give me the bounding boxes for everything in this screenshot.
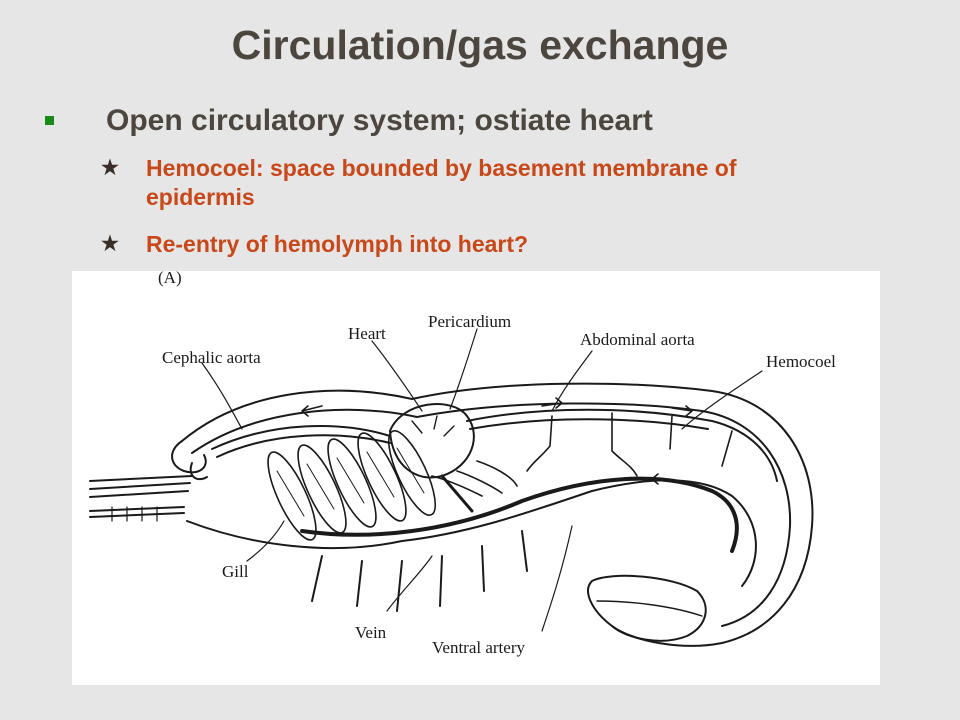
heart-ostia: [411, 415, 455, 437]
antenna: [89, 512, 185, 518]
label-vein: Vein: [355, 623, 387, 642]
diagram-drawing: Cephalic aorta Heart Pericardium Abdomin…: [89, 312, 836, 657]
walking-legs: [311, 530, 528, 612]
body-inner-outline: [191, 402, 792, 627]
label-ventral-artery: Ventral artery: [432, 638, 525, 657]
leader-lines: [201, 328, 763, 632]
label-abdominal-aorta: Abdominal aorta: [580, 330, 695, 349]
head-outline: [171, 440, 207, 474]
label-pericardium: Pericardium: [428, 312, 511, 331]
cephalic-aorta: [216, 434, 391, 458]
ventral-artery-vessel: [300, 476, 739, 553]
main-bullet-text: Open circulatory system; ostiate heart: [106, 104, 653, 137]
cephalic-aorta: [211, 425, 391, 450]
abdominal-aorta: [469, 418, 709, 430]
crustacean-circulation-diagram: Cephalic aorta Heart Pericardium Abdomin…: [72, 271, 880, 685]
descending-artery: [440, 474, 474, 513]
flow-arrows: [301, 397, 693, 485]
star-bullet-icon: ★: [101, 157, 119, 179]
antenna: [89, 482, 191, 490]
tail-fan: [587, 574, 707, 642]
sub-bullet-text: Hemocoel: space bounded by basement memb…: [146, 155, 737, 210]
abdominal-branch: [526, 412, 733, 477]
abdominal-aorta: [466, 408, 778, 482]
panel-label: (A): [158, 268, 182, 287]
pericardial-sinus: [431, 460, 518, 497]
carapace-outline: [181, 382, 814, 647]
label-gill: Gill: [222, 562, 249, 581]
antenna: [89, 490, 189, 498]
label-cephalic-aorta: Cephalic aorta: [162, 348, 261, 367]
antenna: [89, 475, 193, 482]
label-heart: Heart: [348, 324, 386, 343]
tail-fan-segment: [596, 600, 703, 617]
ventral-body-line: [186, 479, 757, 587]
antenna-segments: [111, 506, 158, 522]
square-bullet-icon: [45, 116, 54, 125]
gill-stack: [267, 430, 437, 541]
eye: [189, 462, 208, 481]
sub-bullet-text: Re-entry of hemolymph into heart?: [146, 231, 529, 257]
star-bullet-icon: ★: [101, 233, 119, 255]
heart-outline: [389, 403, 475, 479]
antenna: [89, 506, 185, 512]
slide-title: Circulation/gas exchange: [231, 22, 729, 68]
label-hemocoel: Hemocoel: [766, 352, 836, 371]
